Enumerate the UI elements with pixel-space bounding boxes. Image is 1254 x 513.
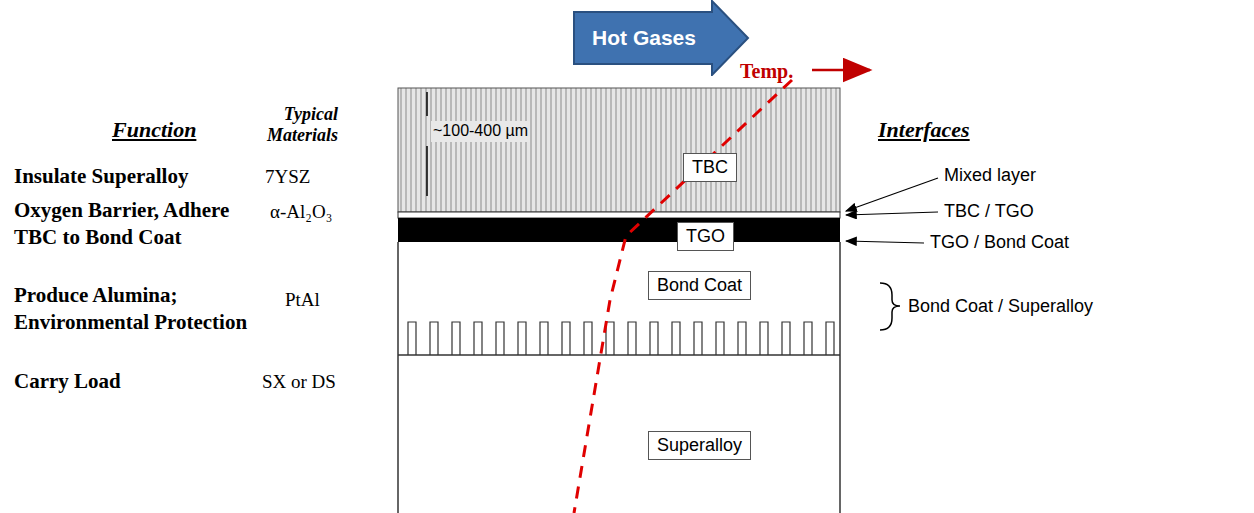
diffusion-zone-tooth [782, 322, 790, 355]
diffusion-zone-tooth [738, 322, 746, 355]
diffusion-zone-tooth [474, 322, 482, 355]
diffusion-zone-tooth [760, 322, 768, 355]
layer-label-box: Superalloy [648, 431, 751, 460]
layer-label-box: TBC [683, 153, 737, 182]
diffusion-zone-tooth [650, 322, 658, 355]
column-heading: Typical Materials [248, 104, 338, 145]
column-heading: Function [112, 116, 196, 145]
diffusion-zone-tooth [694, 322, 702, 355]
function-text: Insulate Superalloy [14, 163, 188, 190]
layer-name: Superalloy [657, 435, 742, 456]
diffusion-zone-tooth [606, 322, 614, 355]
diffusion-zone-tooth [628, 322, 636, 355]
diffusion-zone-tooth [540, 322, 548, 355]
material-text: α-Al₂O₃ [270, 200, 332, 225]
material-text: 7YSZ [265, 165, 310, 190]
diffusion-zone-tooth [408, 322, 416, 355]
arrow-label: Hot Gases [592, 26, 696, 50]
diffusion-zone-tooth [826, 322, 834, 355]
layer-name: TGO [686, 226, 725, 247]
diffusion-zone-tooth [518, 322, 526, 355]
diffusion-zone-tooth [584, 322, 592, 355]
diffusion-zone-tooth [430, 322, 438, 355]
interface-label: TGO / Bond Coat [930, 231, 1069, 254]
function-text: Oxygen Barrier, Adhere TBC to Bond Coat [14, 197, 262, 252]
diffusion-zone-tooth [496, 322, 504, 355]
layer-label-box: Bond Coat [648, 271, 751, 300]
thickness-dimension: ~100-400 µm [431, 121, 530, 142]
function-text: Produce Alumina; Environmental Protectio… [14, 282, 276, 337]
layer-label-box: TGO [677, 222, 734, 251]
diffusion-zone-tooth [672, 322, 680, 355]
hot-gas-arrow: Hot Gases [572, 0, 750, 76]
temperature-label: Temp. [740, 58, 793, 84]
layer-name: Bond Coat [657, 275, 742, 296]
diffusion-zone-tooth [716, 322, 724, 355]
diffusion-zone-tooth [452, 322, 460, 355]
material-text: PtAl [285, 288, 320, 313]
diffusion-zone-tooth [804, 322, 812, 355]
layer-name: TBC [692, 157, 728, 178]
diffusion-zone-tooth [562, 322, 570, 355]
material-text: SX or DS [262, 370, 336, 395]
interface-label: Mixed layer [944, 164, 1036, 187]
column-heading: Interfaces [878, 116, 970, 145]
function-text: Carry Load [14, 368, 121, 395]
interface-label: TBC / TGO [944, 200, 1034, 223]
interface-label: Bond Coat / Superalloy [908, 295, 1093, 318]
